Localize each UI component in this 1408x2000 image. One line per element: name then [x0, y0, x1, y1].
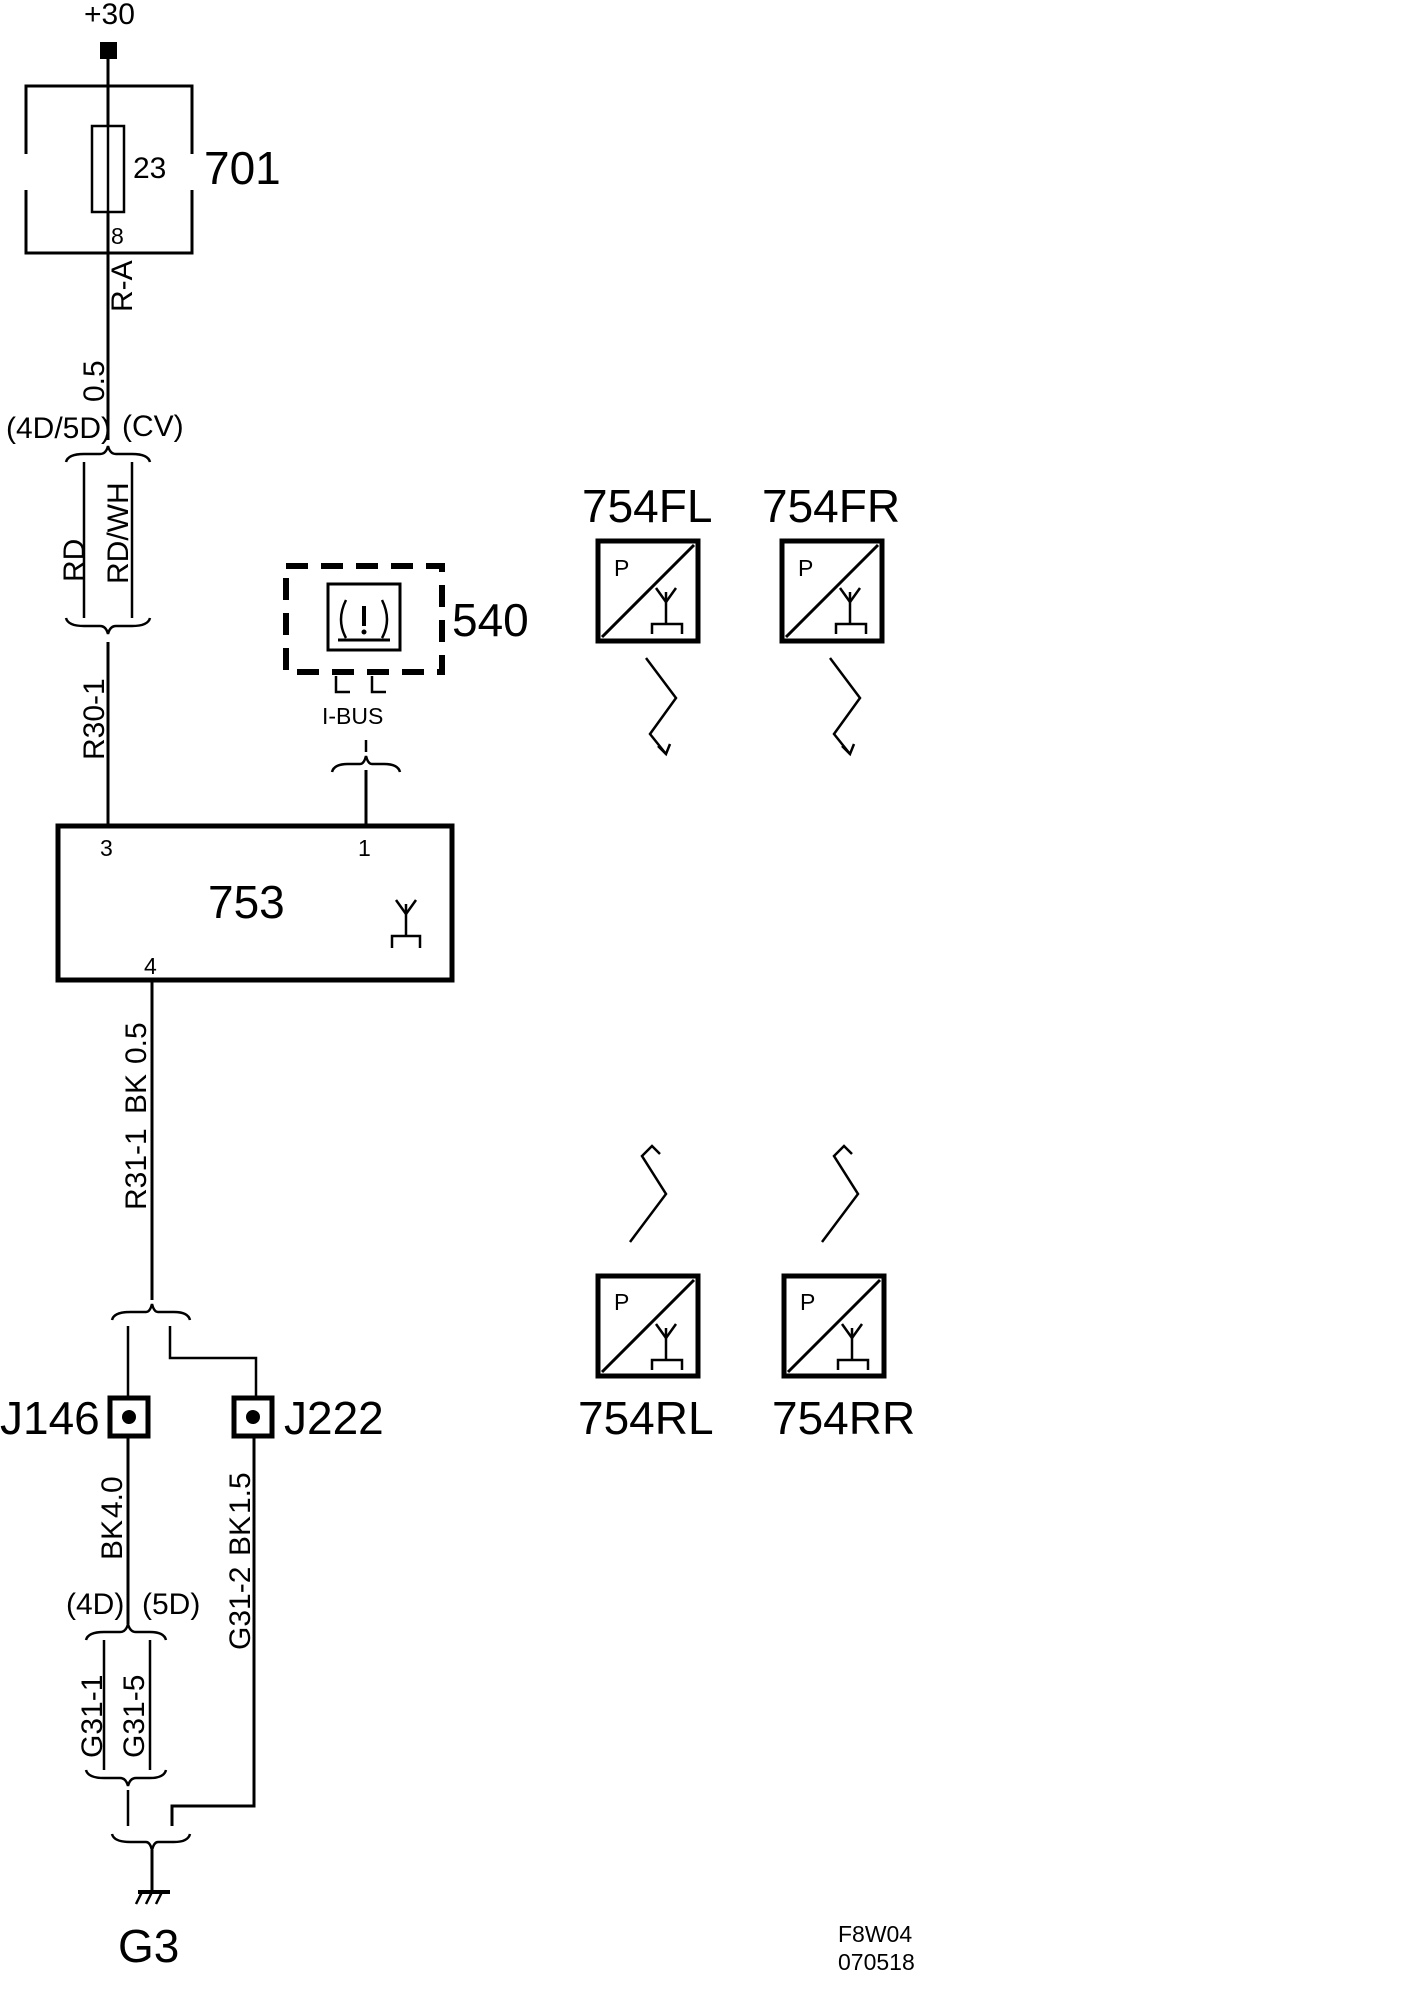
- fuse-box-label: 701: [204, 142, 281, 194]
- wire-j222-down: [170, 1436, 256, 1826]
- fuse-box-701: [24, 84, 194, 255]
- supply-terminal: [100, 42, 117, 59]
- sensor-rl-label: 754RL: [578, 1392, 714, 1444]
- wire-color-rdwh: RD/WH: [102, 482, 135, 584]
- sensor-rr-p: P: [800, 1289, 815, 1315]
- variant-cv: (CV): [122, 410, 184, 443]
- signal-fr-arrow: [841, 743, 856, 757]
- variant-4d5d: (4D/5D): [6, 412, 111, 445]
- display-label: 540: [452, 594, 529, 646]
- connector-r30-1: R30-1: [78, 678, 111, 760]
- signal-rr: [821, 1144, 860, 1243]
- module-label: 753: [208, 876, 285, 928]
- wire-conn-ra: R-A: [106, 260, 139, 312]
- junction-j222-label: J222: [284, 1392, 384, 1444]
- bus-label: I-BUS: [322, 703, 383, 729]
- j222-wire-size: 1.5: [224, 1472, 257, 1514]
- display-540: [283, 563, 445, 694]
- junction-j222: [231, 1395, 275, 1439]
- sensor-rr-label: 754RR: [772, 1392, 915, 1444]
- sensor-fl-label: 754FL: [582, 480, 712, 532]
- sensor-fr-p: P: [798, 555, 813, 581]
- antenna-icon: [390, 899, 422, 948]
- signal-fl-arrow: [657, 743, 672, 757]
- variant-split-bottom: [84, 1623, 168, 1641]
- ground-join: [110, 1833, 192, 1851]
- connector-g31-1: G31-1: [76, 1675, 109, 1758]
- module-pin-1: 1: [358, 835, 371, 861]
- signal-rl: [629, 1144, 668, 1243]
- wire-size-top: 0.5: [78, 360, 111, 402]
- fuse-number: 23: [133, 152, 166, 185]
- ground-icon: [134, 1890, 170, 1905]
- sensor-rl-p: P: [614, 1289, 629, 1315]
- connector-r31-1: R31-1: [120, 1128, 153, 1210]
- j146-wire-size: 4.0: [96, 1476, 129, 1518]
- wire-to-j222: [168, 1326, 258, 1400]
- module-pin-4: 4: [144, 953, 157, 979]
- j146-wire-color: BK: [96, 1520, 129, 1560]
- ground-wire-size: 0.5: [120, 1022, 153, 1064]
- sensor-fr-label: 754FR: [762, 480, 900, 532]
- junction-j146-label: J146: [0, 1392, 100, 1444]
- supply-label: +30: [84, 0, 135, 31]
- junction-j146: [107, 1395, 151, 1439]
- variant-split-top: [64, 445, 152, 463]
- signal-fl: [645, 657, 678, 755]
- variant-join-top: [64, 617, 152, 635]
- sensor-754rl: [595, 1273, 701, 1379]
- variant-5d: (5D): [142, 1588, 200, 1621]
- wire-color-rd: RD: [58, 539, 91, 582]
- footer-date: 070518: [838, 1949, 915, 1975]
- ground-label: G3: [118, 1920, 179, 1972]
- control-module-753: [55, 823, 455, 983]
- fuse-pin-label: 8: [111, 223, 124, 249]
- sensor-fl-p: P: [614, 555, 629, 581]
- signal-fr: [829, 657, 862, 755]
- sensor-754fl: [595, 538, 701, 644]
- footer-code: F8W04: [838, 1921, 912, 1947]
- ground-wire-color: BK: [120, 1074, 153, 1114]
- sensor-754fr: [779, 538, 885, 644]
- ground-split: [110, 1303, 192, 1321]
- connector-g31-5: G31-5: [118, 1675, 151, 1758]
- variant-4d: (4D): [66, 1588, 124, 1621]
- variant-join-bottom: [84, 1769, 168, 1787]
- connector-g31-2: G31-2: [224, 1567, 257, 1650]
- bus-split: [330, 755, 402, 773]
- j222-wire-color: BK: [224, 1516, 257, 1556]
- sensor-754rr: [781, 1273, 887, 1379]
- module-pin-3: 3: [100, 835, 113, 861]
